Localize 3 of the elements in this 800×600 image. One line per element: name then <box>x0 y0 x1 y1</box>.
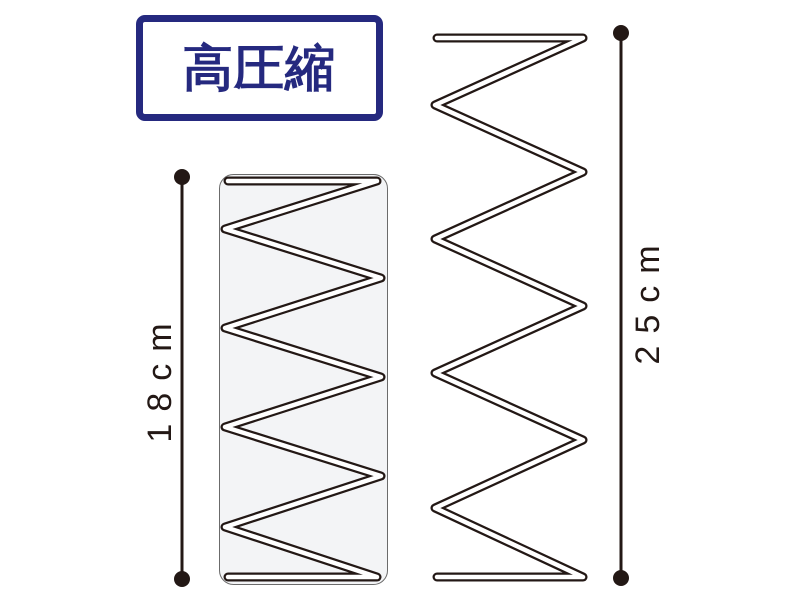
title-box: 高圧縮 <box>136 15 383 121</box>
dimension-label: 25cm <box>631 233 665 367</box>
dimension-label: 18cm <box>143 311 177 445</box>
